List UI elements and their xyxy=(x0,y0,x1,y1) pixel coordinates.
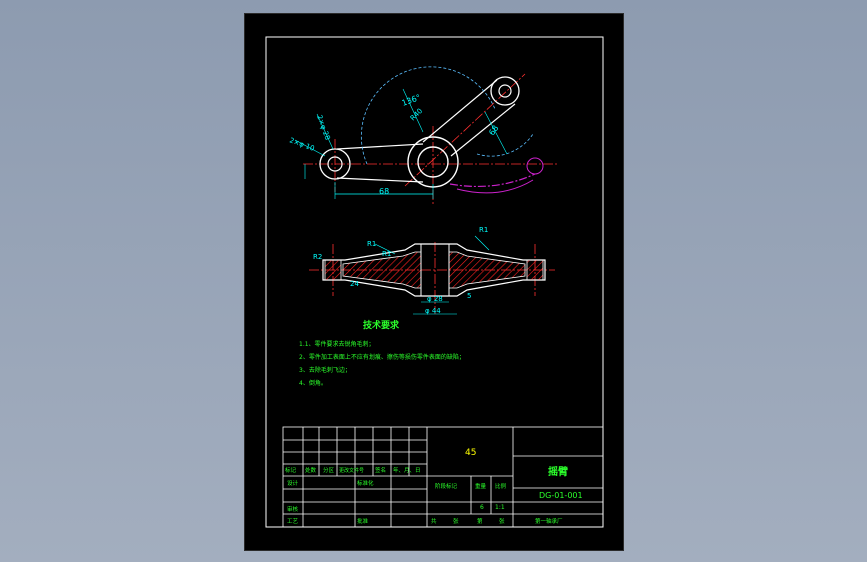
tb-design: 设计 xyxy=(287,479,299,487)
dim-d44: φ 44 xyxy=(425,307,441,315)
tb-sheet-total: 共 xyxy=(431,517,437,525)
tb-count: 6 xyxy=(480,504,484,511)
tb-weight: 重量 xyxy=(475,482,487,490)
tb-material: 45 xyxy=(465,448,476,458)
tech-item-3: 3、去除毛刺飞边； xyxy=(299,366,351,374)
tb-h-change: 更改文件号 xyxy=(339,467,364,474)
tb-h-sign: 签名 xyxy=(375,466,386,474)
tb-sheet-label2: 张 xyxy=(499,517,505,525)
tech-item-2: 2、零件加工表面上不应有划痕、擦伤等损伤零件表面的缺陷； xyxy=(299,353,465,361)
title-block xyxy=(282,426,604,528)
tb-sheet-no: 第 xyxy=(477,517,483,525)
dim-r40: R40 xyxy=(409,107,424,122)
cad-drawing: 136° R40 68 68 2×φ 28 2×φ 10 R1 R1 R1 R2… xyxy=(265,36,604,528)
tb-h-count: 处数 xyxy=(305,466,317,474)
tb-process: 工艺 xyxy=(287,518,299,525)
top-view xyxy=(294,66,557,204)
dim-r1b: R1 xyxy=(382,250,391,258)
dim-d24: 24 xyxy=(350,280,359,288)
tb-sheet-label: 张 xyxy=(453,517,459,525)
tb-company: 第一轴承厂 xyxy=(535,517,563,525)
tb-standard: 标准化 xyxy=(357,479,374,487)
tech-item-4: 4、倒角。 xyxy=(299,379,327,387)
tb-part-name: 摇臂 xyxy=(548,465,568,478)
dim-r1c: R1 xyxy=(479,226,488,234)
dim-d28: φ 28 xyxy=(427,295,443,303)
inner-frame xyxy=(265,36,604,528)
dim-hole-left2: 2×φ 10 xyxy=(288,136,315,152)
drawing-sheet: 136° R40 68 68 2×φ 28 2×φ 10 R1 R1 R1 R2… xyxy=(244,13,624,551)
tb-h-date: 年、月、日 xyxy=(393,466,421,474)
tb-ratio: 比例 xyxy=(495,482,507,490)
tb-scale: 1:1 xyxy=(495,504,505,511)
dim-r2: R2 xyxy=(313,253,322,261)
tech-title: 技术要求 xyxy=(363,319,400,331)
dim-angle: 136° xyxy=(401,93,422,108)
dim-r1a: R1 xyxy=(367,240,376,248)
section-view xyxy=(309,235,555,315)
dim-len68a: 68 xyxy=(379,187,389,196)
tb-review: 审核 xyxy=(287,505,299,513)
tb-h-mark: 标记 xyxy=(285,466,297,474)
tb-h-zone: 分区 xyxy=(323,466,335,474)
tb-drawing-no: DG-01-001 xyxy=(539,491,583,500)
tech-item-1: 1.1、零件要求去锐角毛刺； xyxy=(299,340,375,348)
dim-d5: 5 xyxy=(467,292,471,300)
tb-approve: 批准 xyxy=(357,517,369,525)
dim-hole-left: 2×φ 28 xyxy=(315,114,331,141)
tb-stage-mark: 阶段标记 xyxy=(435,482,458,490)
